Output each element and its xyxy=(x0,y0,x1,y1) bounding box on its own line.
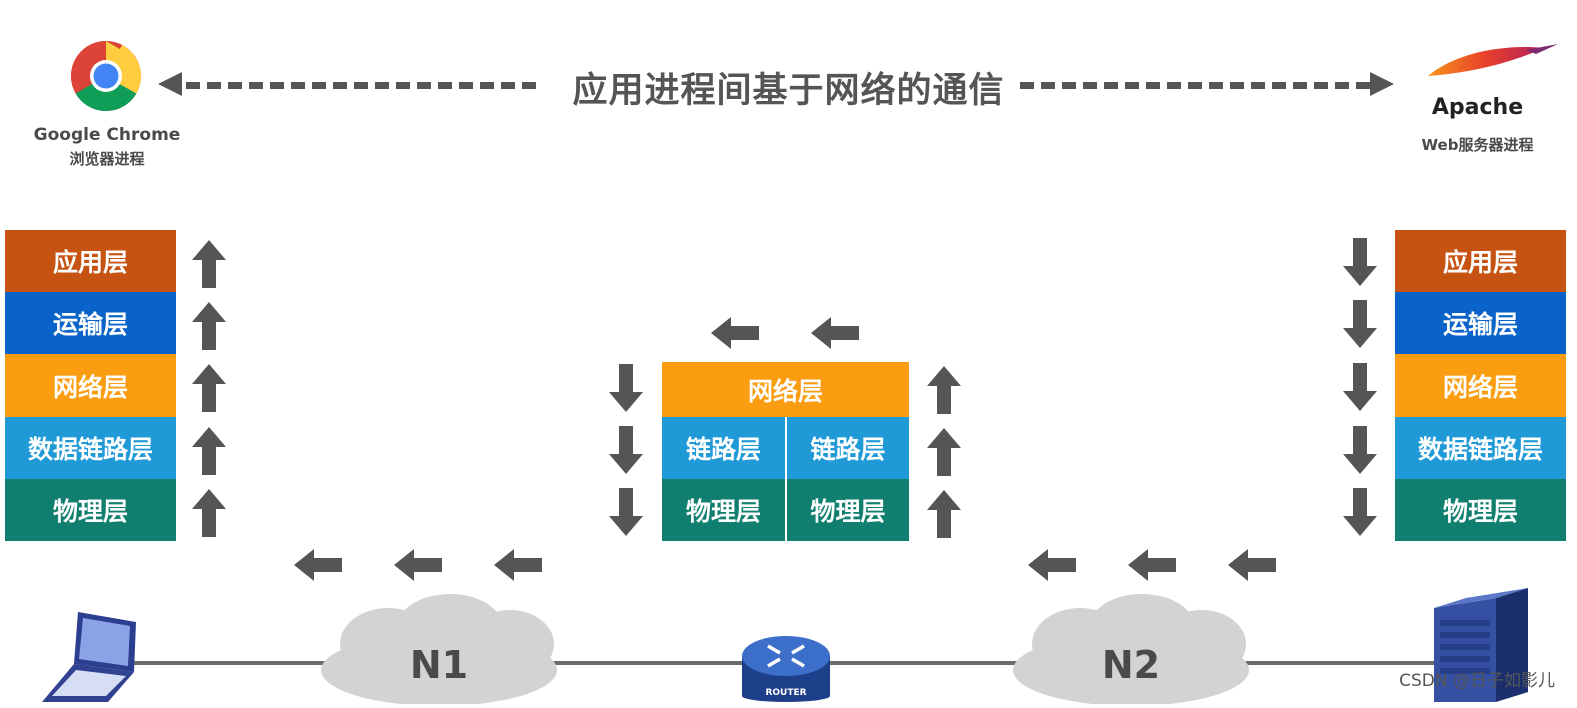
network-n1-label: N1 xyxy=(409,643,469,687)
right-datalink-layer: 数据链路层 xyxy=(1395,417,1566,479)
router-physical-layer-right: 物理层 xyxy=(787,479,909,541)
down-arrow-icon xyxy=(1343,238,1377,286)
up-arrow-icon xyxy=(927,428,961,476)
left-arrow-icon xyxy=(294,549,342,581)
right-transport-layer: 运输层 xyxy=(1395,292,1566,354)
up-arrow-icon xyxy=(927,366,961,414)
left-datalink-layer: 数据链路层 xyxy=(5,417,176,479)
down-arrow-icon xyxy=(1343,363,1377,411)
up-arrow-icon xyxy=(192,427,226,475)
left-arrow-icon xyxy=(394,549,442,581)
down-arrow-icon xyxy=(1343,488,1377,536)
client-name: Google Chrome xyxy=(33,125,181,145)
left-arrow-icon xyxy=(1028,549,1076,581)
left-transport-layer: 运输层 xyxy=(5,292,176,354)
cloud-n1-icon xyxy=(318,592,560,706)
apache-feather-icon xyxy=(1426,42,1560,86)
down-arrow-icon xyxy=(1343,300,1377,348)
up-arrow-icon xyxy=(192,364,226,412)
down-arrow-icon xyxy=(609,488,643,536)
left-arrow-icon xyxy=(1228,549,1276,581)
left-arrow-icon xyxy=(811,317,859,349)
up-arrow-icon xyxy=(192,240,226,288)
left-arrow-icon xyxy=(494,549,542,581)
chrome-logo-icon xyxy=(70,40,142,112)
server-icon xyxy=(1432,580,1532,702)
left-network-layer: 网络层 xyxy=(5,354,176,417)
watermark: CSDN @日子如影儿 xyxy=(1399,671,1555,691)
left-arrow-icon xyxy=(711,317,759,349)
left-physical-layer: 物理层 xyxy=(5,479,176,541)
cloud-n2-icon xyxy=(1010,590,1252,706)
page-title: 应用进程间基于网络的通信 xyxy=(572,71,1005,111)
right-physical-layer: 物理层 xyxy=(1395,479,1566,541)
up-arrow-icon xyxy=(192,489,226,537)
router-link-layer-right: 链路层 xyxy=(787,417,909,479)
router-network-layer: 网络层 xyxy=(662,362,909,417)
router-link-layer-left: 链路层 xyxy=(662,417,785,479)
right-network-layer: 网络层 xyxy=(1395,354,1566,417)
network-n2-label: N2 xyxy=(1101,643,1161,687)
server-subtitle: Web服务器进程 xyxy=(1421,136,1534,154)
right-arrowhead-icon xyxy=(1370,72,1396,100)
down-arrow-icon xyxy=(609,364,643,412)
left-arrowhead-icon xyxy=(158,72,184,100)
left-arrow-icon xyxy=(1128,549,1176,581)
up-arrow-icon xyxy=(192,302,226,350)
laptop-icon xyxy=(38,610,142,702)
up-arrow-icon xyxy=(927,490,961,538)
right-application-layer: 应用层 xyxy=(1395,230,1566,292)
down-arrow-icon xyxy=(609,426,643,474)
dashed-line-right xyxy=(1020,82,1370,89)
router-physical-layer-left: 物理层 xyxy=(662,479,785,541)
client-subtitle: 浏览器进程 xyxy=(69,150,145,168)
left-application-layer: 应用层 xyxy=(5,230,176,292)
server-name: Apache xyxy=(1431,95,1524,120)
router-icon xyxy=(740,634,832,702)
dashed-line-left xyxy=(186,82,536,89)
router-label: ROUTER xyxy=(765,688,807,698)
down-arrow-icon xyxy=(1343,426,1377,474)
